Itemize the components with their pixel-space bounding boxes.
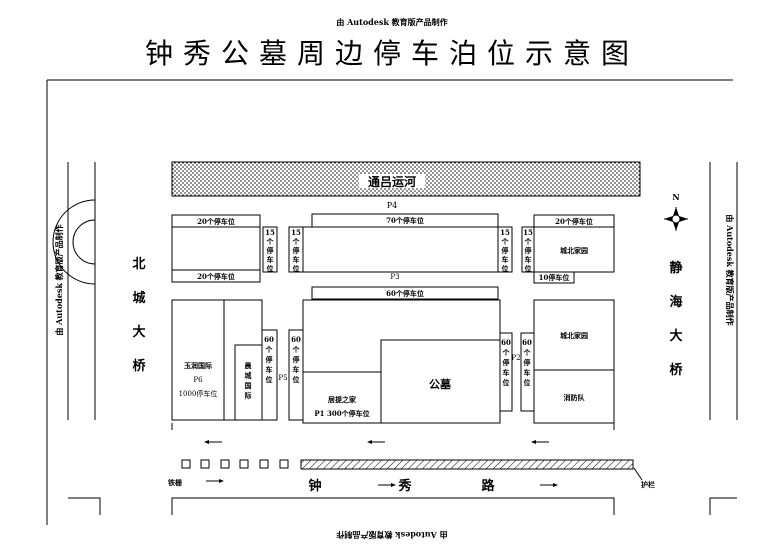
road-edge-upper [171, 423, 615, 430]
svg-text:60个停车位: 60个停车位 [264, 335, 274, 384]
svg-text:60个停车位: 60个停车位 [501, 338, 511, 387]
fire-brigade-label: 消防队 [564, 393, 586, 402]
watermark-top: 由 Autodesk 教育版产品制作 [336, 17, 447, 27]
arrow-icon-2 [367, 440, 385, 444]
north-bridge-char-3: 大 [132, 324, 145, 340]
bollards [181, 459, 289, 469]
family-yard-1-label: 城北家园 [560, 246, 588, 255]
block-cemetery [380, 339, 501, 424]
jinghai-bridge-char-4: 桥 [669, 362, 683, 378]
svg-text:60个停车位: 60个停车位 [291, 335, 301, 384]
road-right-label: 护栏 [641, 480, 655, 489]
p4-label: P4 [387, 201, 397, 210]
p1-label: P1 300个停车位 [314, 409, 369, 418]
lot-mid-left [171, 269, 261, 283]
lot-mid-right [533, 271, 575, 284]
block-family-yard-1 [533, 226, 615, 273]
jiazhijia-label: 居提之家 [328, 395, 357, 404]
block-jiazhijia [302, 371, 382, 424]
lot-mid-right-label: 10停车位 [539, 273, 570, 282]
p3-label: P3 [390, 273, 399, 281]
jincheng-label: 晨城国际 [245, 361, 253, 400]
north-bridge-char-1: 北 [132, 257, 145, 272]
yurun-lot: P6 [193, 376, 203, 384]
watermark-right: 由 Autodesk 教育版产品制作 [725, 214, 735, 325]
lot-top-right-label: 20个停车位 [555, 217, 593, 226]
arrow-icon-1 [204, 440, 222, 444]
north-bridge-char-4: 桥 [132, 358, 146, 374]
watermark-left: 由 Autodesk 教育版产品制作 [54, 224, 64, 335]
lot-top-mid-label: 70个停车位 [386, 216, 424, 225]
lot-mid-center [311, 286, 499, 300]
right-bridge-lines [709, 162, 738, 420]
svg-text:60个停车位: 60个停车位 [522, 338, 532, 387]
left-bridge-arc-outer [52, 199, 96, 285]
canal-label: 通吕运河 [368, 174, 416, 189]
road-edge-lower [68, 497, 737, 515]
block-top-mid [302, 226, 499, 273]
arrow-icon-3 [531, 440, 549, 444]
block-family-yard-2 [533, 299, 615, 371]
cemetery-label: 公墓 [429, 377, 452, 391]
left-bridge-lines [67, 162, 96, 420]
yurun-capacity: 1000停车位 [179, 389, 218, 398]
lot-mid-center-label: 60个停车位 [386, 289, 424, 298]
frame-outline [46, 79, 733, 525]
lot-top-left-label: 20个停车位 [197, 217, 235, 226]
arrow-icon-4 [206, 479, 224, 483]
watermark-bottom: 由 Autodesk 教育版产品制作 [336, 530, 447, 540]
arrow-icon-5 [378, 483, 396, 487]
lot-mid-left-label: 20个停车位 [197, 272, 235, 281]
road-name-char-1: 钟 [308, 478, 321, 494]
road-left-label: 铁栅 [168, 478, 182, 487]
block-jincheng [234, 344, 263, 421]
road-right-pointer [633, 467, 643, 481]
arrow-icon-6 [540, 483, 558, 487]
road-name-char-2: 秀 [397, 478, 412, 494]
left-bridge-arc-inner [72, 219, 96, 265]
page-title: 钟秀公墓周边停车泊位示意图 [145, 37, 639, 70]
compass-icon [664, 207, 688, 231]
jinghai-bridge-char-2: 海 [669, 294, 682, 310]
yurun-name: 玉润国际 [184, 361, 212, 370]
road-name-char-3: 路 [481, 478, 495, 494]
compass-north: N [672, 192, 679, 202]
north-bridge-char-2: 城 [132, 290, 145, 306]
block-top-left [171, 226, 261, 271]
family-yard-2-label: 城北家园 [560, 331, 588, 340]
block-yurun [171, 299, 225, 421]
jinghai-bridge-char-3: 大 [669, 328, 682, 344]
canal-label-box [359, 174, 425, 188]
block-fire-brigade [533, 369, 615, 424]
p2-label: P2 [511, 354, 520, 362]
jinghai-bridge-char-1: 静 [669, 260, 682, 276]
median-barrier [300, 459, 634, 470]
p5-label: P5 [278, 374, 287, 382]
